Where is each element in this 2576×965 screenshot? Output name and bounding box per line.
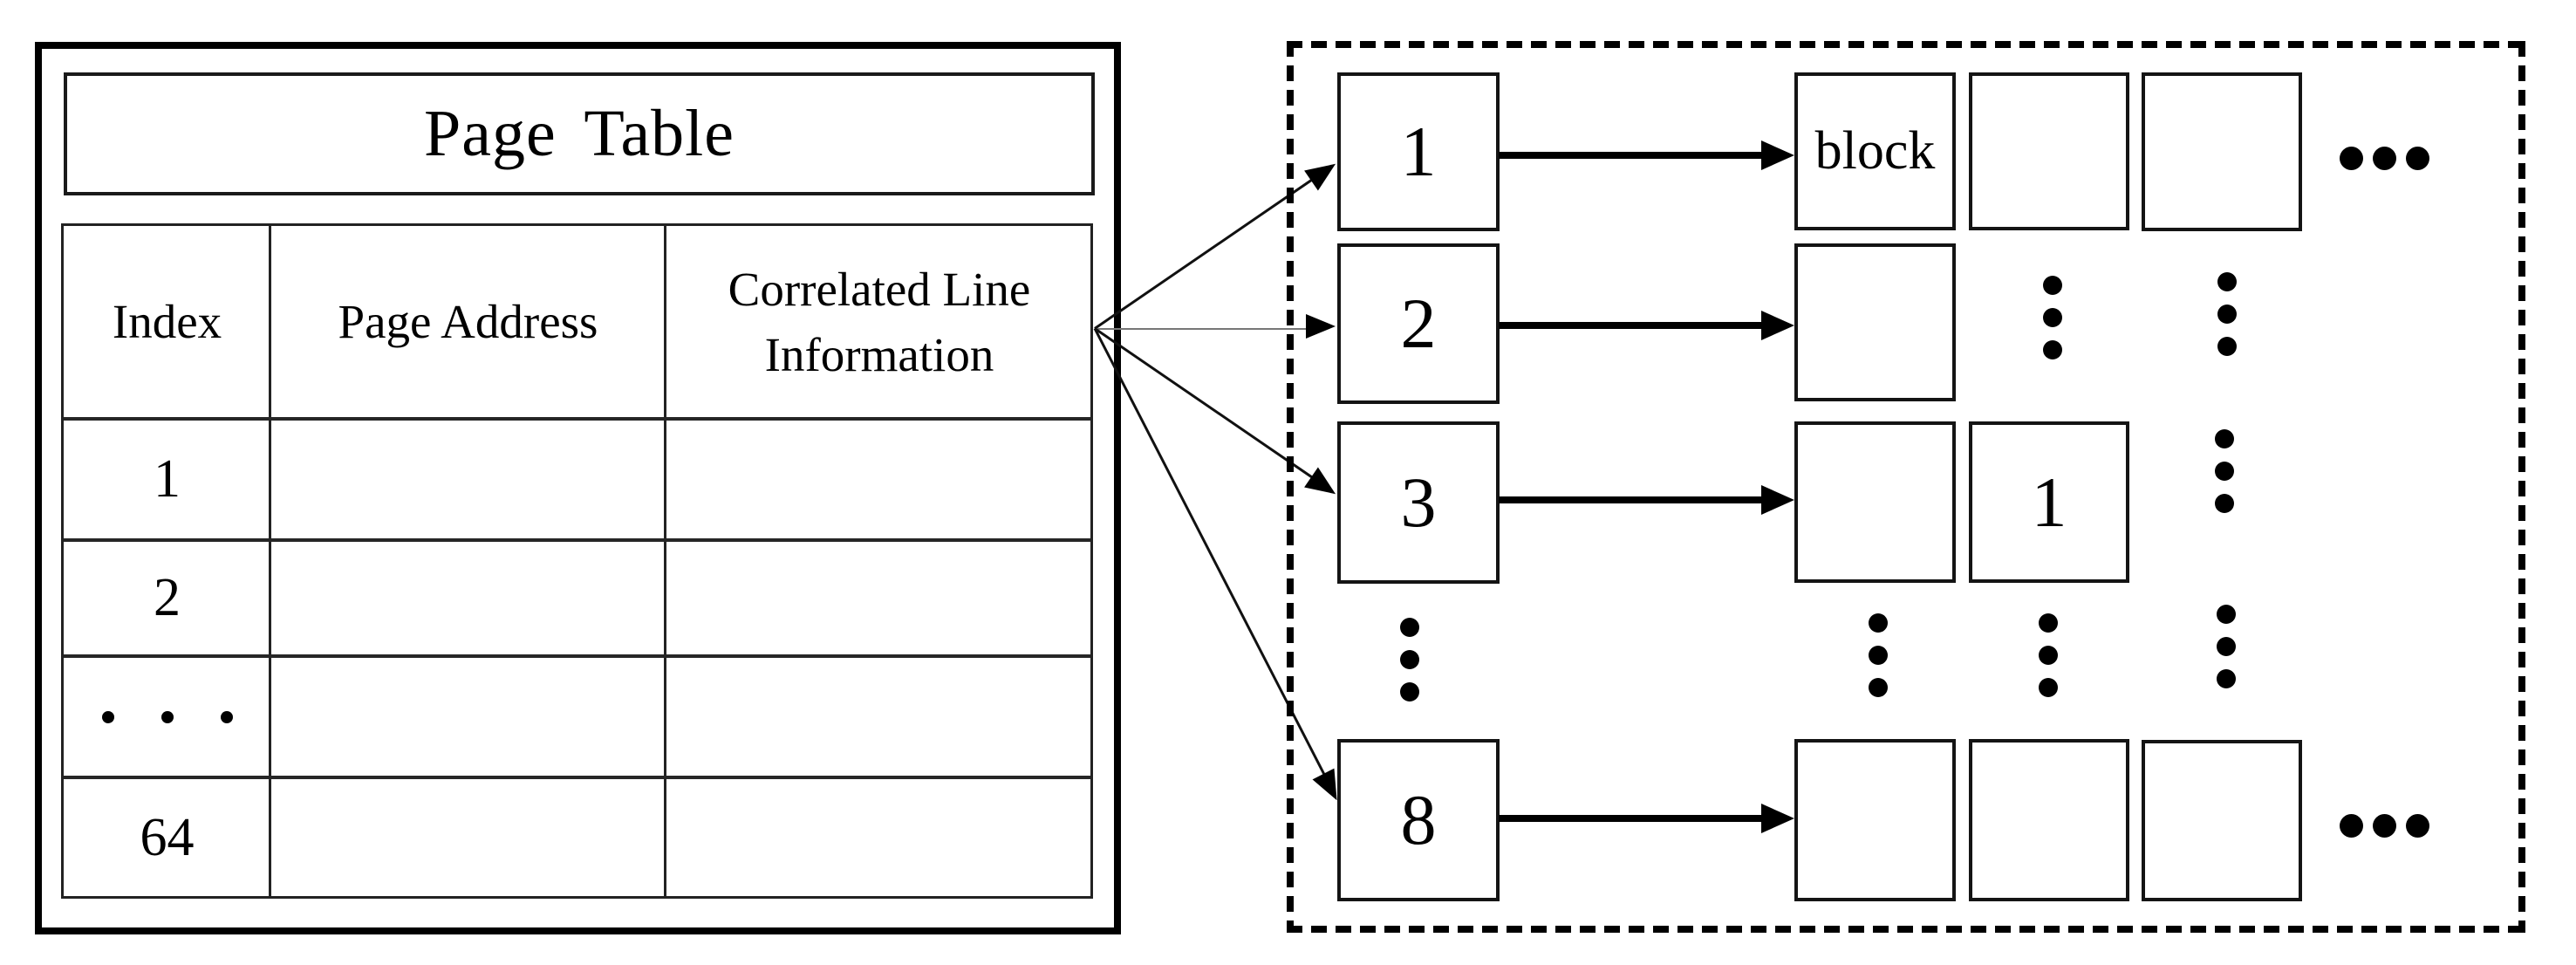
dot-icon [2039, 613, 2058, 633]
cache-region-border-bottom [1287, 926, 2525, 933]
dot-icon [2406, 814, 2429, 838]
set-box-2: 2 [1337, 243, 1500, 404]
thick-arrow-line-set-1 [1499, 152, 1762, 159]
thick-arrow-line-set-3 [1499, 496, 1762, 503]
vertical-ellipsis-icon [2215, 429, 2234, 513]
dot-icon [1869, 678, 1888, 697]
dot-icon [1869, 646, 1888, 665]
dot-icon [2373, 147, 2396, 170]
index-cell-64: 64 [140, 808, 195, 867]
block-box-row4-col2 [1969, 739, 2129, 901]
vertical-ellipsis-icon [1869, 613, 1888, 697]
dot-icon [2217, 337, 2237, 356]
row-separator [64, 654, 1090, 658]
block-box-row3-col2: 1 [1969, 421, 2129, 583]
page-table-title-box: Page Table [64, 72, 1095, 195]
dot-icon [1869, 613, 1888, 633]
vertical-ellipsis-icon [2217, 272, 2237, 356]
page-table-title: Page Table [423, 97, 735, 170]
dot-icon [2215, 429, 2234, 448]
dot-icon [2217, 305, 2237, 324]
dot-icon [2340, 814, 2363, 838]
set-box-8: 8 [1337, 739, 1500, 901]
dot-icon [2039, 646, 2058, 665]
set-box-3: 3 [1337, 421, 1500, 584]
dot-icon [2217, 272, 2237, 291]
cache-region-border-top [1287, 41, 2525, 48]
dot-icon [2406, 147, 2429, 170]
set-label: 2 [1400, 284, 1437, 363]
dot-icon [2215, 494, 2234, 513]
dot-icon [2373, 814, 2396, 838]
fan-arrow-line-to-set-1 [1094, 164, 1334, 330]
fan-arrow-line-to-set-8 [1093, 327, 1337, 797]
arrowhead-icon [1761, 311, 1794, 340]
dot-icon [2340, 147, 2363, 170]
set-label: 1 [1400, 112, 1437, 191]
vertical-ellipsis-icon [2043, 276, 2062, 359]
block-box-row4-col1 [1794, 739, 1956, 901]
dot-icon [2217, 605, 2236, 624]
header-line-1: Correlated Line Information [728, 263, 1031, 381]
arrowhead-icon [1306, 314, 1336, 339]
index-cell-2: 2 [154, 568, 181, 627]
arrowhead-icon [1761, 804, 1794, 833]
header-cell-page-address: Page Address [338, 295, 598, 349]
dot-icon [1400, 682, 1419, 702]
cache-region-border-right [2518, 41, 2525, 933]
vertical-ellipsis-icon [2217, 605, 2236, 688]
block-label: block [1814, 121, 1936, 181]
row-separator [64, 776, 1090, 779]
column-separator [664, 226, 666, 896]
dot-icon [220, 710, 233, 723]
dot-icon [101, 710, 114, 723]
block-box-row1-col3 [2142, 72, 2302, 231]
page-table-panel [35, 42, 1121, 934]
block-label: 1 [2031, 462, 2067, 542]
vertical-ellipsis-icon [1400, 618, 1419, 702]
block-box-row2-col1 [1794, 243, 1956, 401]
row-separator [64, 538, 1090, 542]
block-box-row3-col1 [1794, 421, 1956, 583]
set-box-1: 1 [1337, 72, 1500, 231]
row-separator [64, 417, 1090, 421]
dot-icon [2215, 462, 2234, 481]
index-cell-1: 1 [154, 449, 181, 509]
column-separator [269, 226, 271, 896]
thick-arrow-line-set-8 [1499, 815, 1762, 822]
block-box-row1-col2 [1969, 72, 2129, 230]
horizontal-ellipsis-icon [2340, 814, 2429, 838]
page-table-grid [61, 223, 1093, 899]
dot-icon [2043, 340, 2062, 359]
thick-arrow-line-set-2 [1499, 322, 1762, 329]
header-cell-index: Index [112, 295, 222, 349]
vertical-ellipsis-icon [2039, 613, 2058, 697]
dot-icon [2217, 669, 2236, 688]
arrowhead-icon [1761, 485, 1794, 515]
arrowhead-icon [1761, 140, 1794, 170]
set-label: 3 [1400, 462, 1437, 542]
horizontal-ellipsis-icon [2340, 147, 2429, 170]
dot-icon [2039, 678, 2058, 697]
index-ellipsis-row-icon [64, 656, 270, 777]
dot-icon [161, 710, 174, 723]
block-box-row1-col1: block [1794, 72, 1956, 230]
dot-icon [2043, 276, 2062, 295]
cache-region-border-left [1287, 41, 1294, 933]
dot-icon [1400, 618, 1419, 637]
set-label: 8 [1400, 780, 1437, 859]
header-cell-correlated-line-information: Correlated Line Information [666, 226, 1093, 419]
fan-arrow-line-to-set-2 [1095, 328, 1306, 330]
dot-icon [1400, 650, 1419, 669]
fan-arrow-line-to-set-3 [1094, 327, 1334, 493]
dot-icon [2043, 308, 2062, 327]
dot-icon [2217, 637, 2236, 656]
block-box-row4-col3 [2142, 740, 2302, 901]
